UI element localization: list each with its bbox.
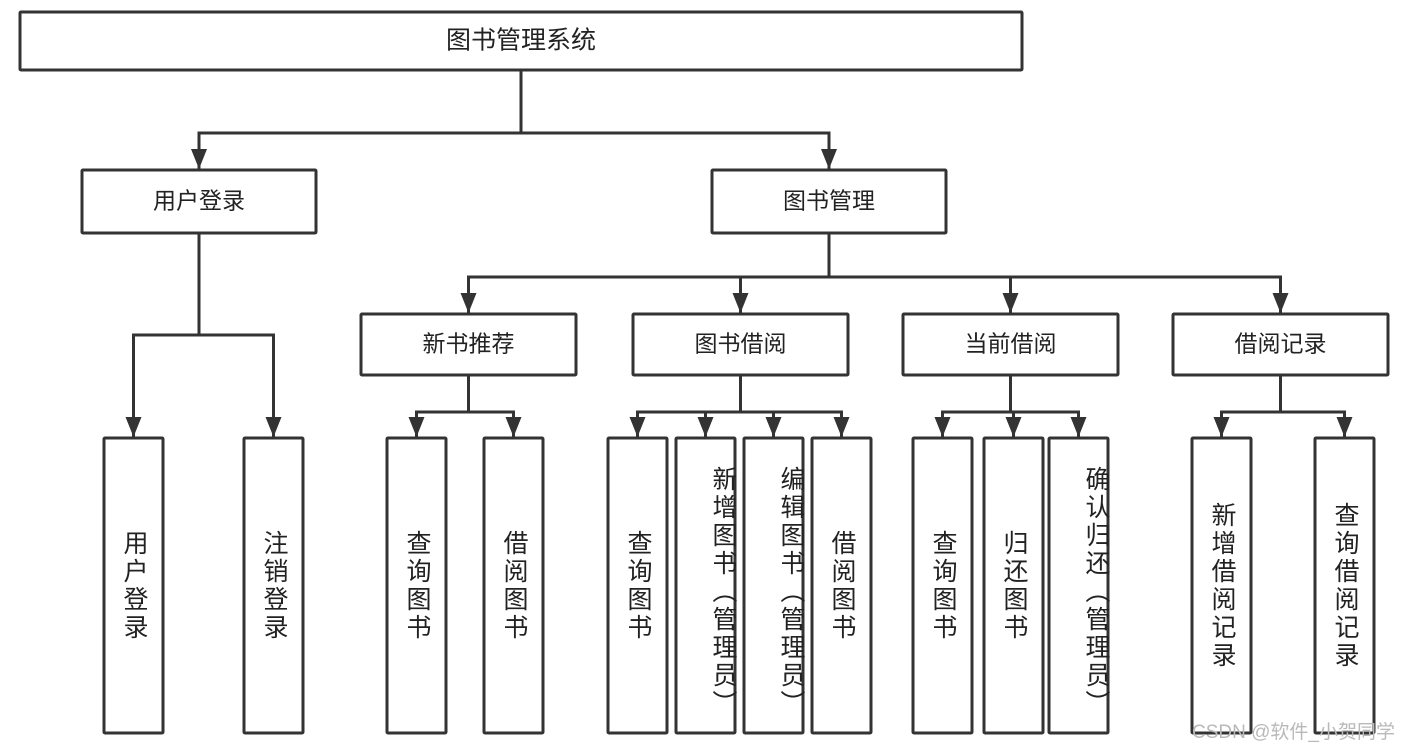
node-box-leaf-return-book[interactable] [982,436,1045,735]
node-box-leaf-add-borrow-record[interactable] [1190,436,1253,735]
csdn-watermark: CSDN @软件_小贺同学 [1192,722,1395,743]
node-box-leaf-user-login[interactable] [102,436,165,735]
node-box-leaf-logout-login[interactable] [242,436,305,735]
node-label-current-borrow: 当前借阅 [965,331,1057,357]
node-label-root: 图书管理系统 [446,27,596,55]
arrow-bookmgmt-to-book-borrow [732,293,749,313]
arrow-new-book-recommend-to-leaf-borrow-book-1 [505,417,522,437]
arrow-user-login-to-leaf-logout-login [265,417,282,437]
arrow-current-borrow-to-leaf-return-book [1005,417,1022,437]
node-label-user-login: 用户登录 [153,188,245,214]
arrow-current-borrow-to-leaf-query-book-3 [934,417,951,437]
node-box-current-borrow[interactable] [901,312,1120,377]
arrow-root-to-book-management [821,149,837,169]
arrow-user-login-to-leaf-user-login [125,417,142,437]
node-box-leaf-add-book-admin[interactable] [674,436,737,735]
arrow-book-borrow-to-leaf-query-book-2 [629,417,646,437]
arrow-bookmgmt-to-borrow-record [1272,293,1289,313]
node-box-leaf-query-book-3[interactable] [911,436,974,735]
arrow-root-to-user-login [191,149,207,169]
arrow-current-borrow-to-leaf-confirm-return-admin [1070,417,1087,437]
node-box-leaf-borrow-book-2[interactable] [810,436,873,735]
arrow-bookmgmt-to-new-book-recommend [460,293,477,313]
node-box-leaf-borrow-book-1[interactable] [482,436,545,735]
node-label-new-book-recommend: 新书推荐 [423,331,515,357]
node-label-book-management: 图书管理 [783,188,875,214]
node-label-borrow-record: 借阅记录 [1235,331,1327,357]
node-box-borrow-record[interactable] [1171,312,1390,377]
arrow-book-borrow-to-leaf-add-book-admin [697,417,714,437]
node-label-book-borrow: 图书借阅 [695,331,787,357]
node-boxes-layer [18,10,1390,735]
arrow-new-book-recommend-to-leaf-query-book-1 [408,417,425,437]
node-box-leaf-query-book-1[interactable] [385,436,448,735]
arrow-borrow-record-to-leaf-add-borrow-record [1213,417,1230,437]
node-box-new-book-recommend[interactable] [359,312,578,377]
node-box-book-borrow[interactable] [631,312,850,377]
arrow-borrow-record-to-leaf-query-borrow-record [1336,417,1353,437]
node-box-leaf-query-book-2[interactable] [606,436,669,735]
connector-edges-layer [125,68,1353,438]
node-box-leaf-query-borrow-record[interactable] [1313,436,1376,735]
arrow-book-borrow-to-leaf-edit-book-admin [765,417,782,437]
node-box-user-login[interactable] [80,168,318,235]
node-box-book-management[interactable] [710,168,948,235]
node-box-root[interactable] [18,10,1024,72]
node-box-leaf-edit-book-admin[interactable] [742,436,805,735]
node-box-leaf-confirm-return-admin[interactable] [1047,436,1110,735]
arrow-bookmgmt-to-current-borrow [1002,293,1019,313]
arrow-book-borrow-to-leaf-borrow-book-2 [833,417,850,437]
